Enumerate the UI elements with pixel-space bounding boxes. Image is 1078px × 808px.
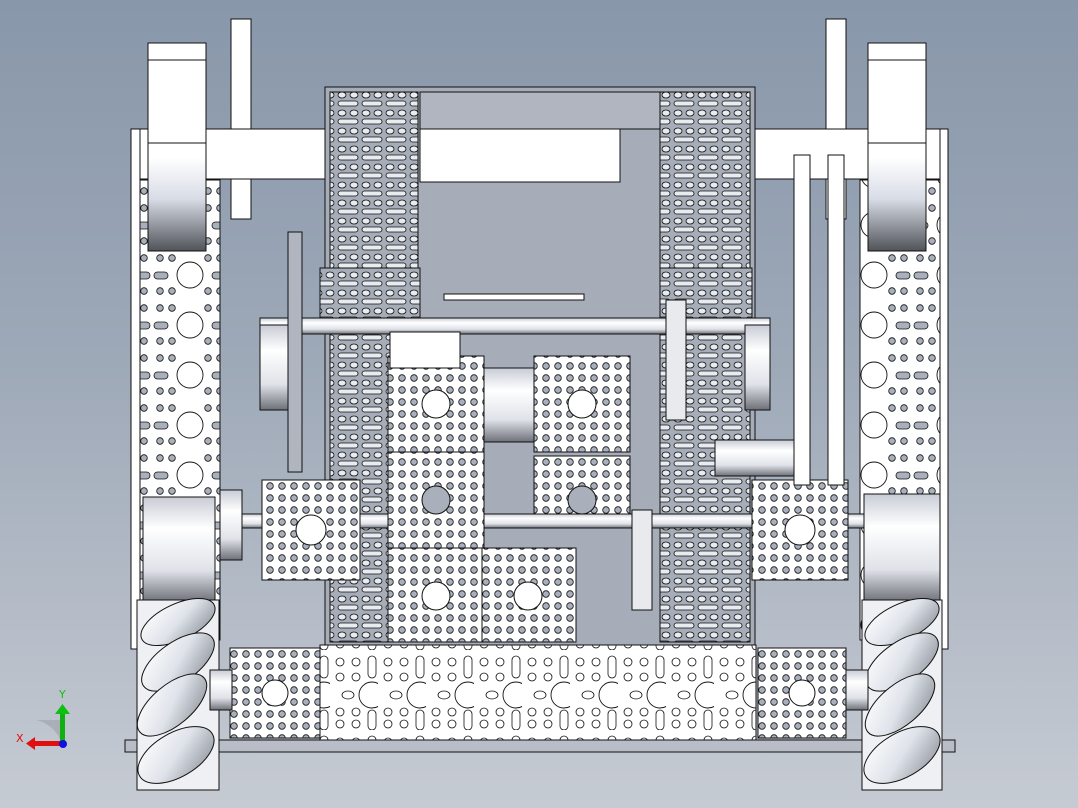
right-lift-rail-2 (827, 154, 845, 486)
right-top-wheel (867, 42, 927, 252)
y-axis-arrow-icon (60, 712, 65, 744)
y-axis-label: Y (59, 688, 66, 701)
right-drive-motor (863, 493, 941, 603)
bottom-rail (124, 739, 956, 753)
front-channel-plate (319, 644, 757, 741)
left-vertical-post (230, 18, 252, 220)
right-servo (714, 439, 796, 477)
left-motor (259, 324, 289, 411)
right-motor (744, 324, 771, 411)
right-lift-rail-1 (793, 154, 811, 486)
left-mecanum-wheel (136, 598, 220, 791)
z-axis-icon (59, 740, 67, 748)
top-roller-bar (419, 128, 621, 183)
top-servo (389, 331, 461, 369)
center-motor (483, 367, 535, 443)
x-axis-label: X (16, 732, 24, 745)
left-pulley (219, 489, 243, 561)
x-axis-arrow-icon (34, 741, 62, 746)
right-frame-edge (939, 128, 949, 650)
left-drive-motor (142, 496, 216, 603)
right-mecanum-wheel (861, 598, 943, 791)
left-top-wheel (147, 42, 207, 252)
axis-triad (26, 704, 70, 750)
upper-shaft (259, 317, 771, 335)
left-frame-edge (130, 128, 141, 650)
